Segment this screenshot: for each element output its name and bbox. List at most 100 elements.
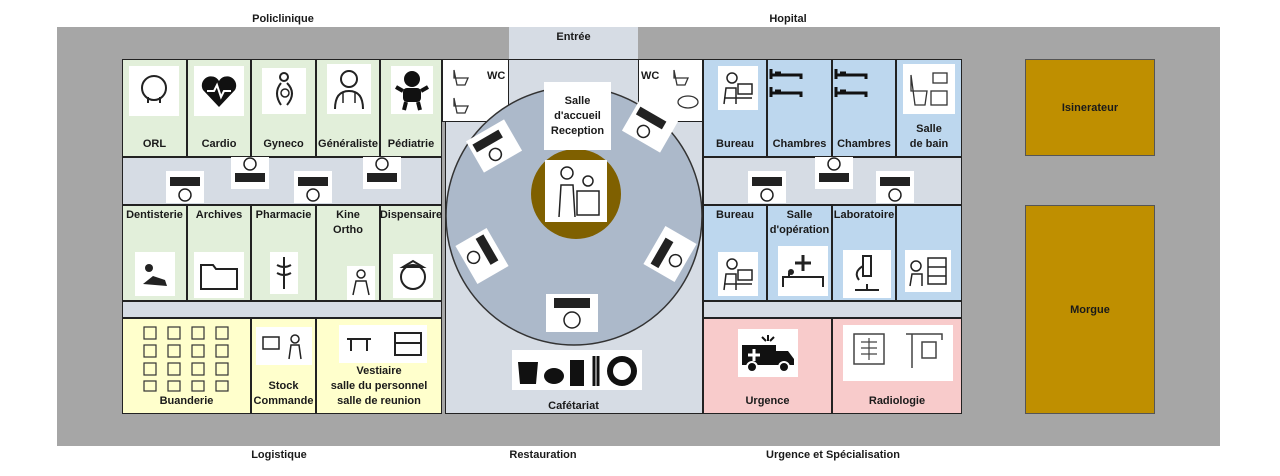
ambulance-icon [738,329,798,377]
desk-icon [718,252,758,296]
room-label: Buanderie [159,395,214,407]
room-label: Pédiatrie [387,138,435,150]
surgery-icon [778,246,828,296]
room-generaliste: Généraliste [316,59,380,157]
room-gyneco: Gyneco [251,59,316,157]
waiting-chairs-icon [294,171,332,203]
bed-icon [768,64,804,102]
room-label: Chambres [772,138,827,150]
waiting-chairs-icon [231,157,269,189]
locker-room-icon [339,325,427,363]
room-label: Vestiaire salle du personnel salle de re… [330,365,428,407]
room-salle-de-bain: Salle de bain [896,59,962,157]
room-label: Salle de bain [909,123,949,150]
entrance-label: Entrée [556,31,591,43]
room-laboratoire: Laboratoire [832,205,896,301]
room-label: Généraliste [318,138,378,150]
room-label: Bureau [716,138,754,150]
waiting-chairs-icon [748,171,786,203]
waiting-chairs-icon [546,294,598,332]
food-icon [512,350,642,390]
zone-label-policlinique: Policlinique [252,13,314,25]
bathroom-icon [903,64,955,114]
ear-nose-throat-icon [129,66,179,116]
doctor-icon [327,64,371,114]
room-label: Archives [195,209,243,221]
heart-icon [194,66,244,116]
dental-chair-icon [135,252,175,296]
room-archives: Archives [187,205,251,301]
waiting-chairs-icon [815,157,853,189]
toilet-icon [669,66,693,88]
room-dentisterie: Dentisterie [122,205,187,301]
waiting-chairs-icon [876,171,914,203]
room-cardio: Cardio [187,59,251,157]
room-pediatrie: Pédiatrie [380,59,442,157]
room-bureau-2: Bureau [703,205,767,301]
physio-icon [347,266,375,300]
room-wc-right: WC [638,59,703,122]
room-label: Kine Ortho [333,209,363,236]
desk-icon [718,66,758,110]
caduceus-icon [270,252,298,294]
building-incinerateur: Isinerateur [1025,59,1155,156]
room-label: Laboratoire [833,209,895,221]
wc-label: WC [641,70,660,82]
laundry-icons [139,323,235,395]
sink-icon [675,92,701,112]
room-label: Dentisterie [126,209,183,221]
nurse-icon [393,254,433,298]
corridor-left-2 [122,301,442,318]
reception-desk-icon [545,160,607,222]
baby-icon [391,66,433,114]
room-label: Dispensaire [379,209,443,221]
room-label: Bureau [716,209,754,221]
room-kine-ortho: Kine Ortho [316,205,380,301]
zone-label-hopital: Hopital [769,13,807,25]
room-chambres-1: Chambres [767,59,832,157]
zone-label-logistique: Logistique [251,449,307,461]
waiting-chairs-icon [465,119,523,173]
wc-label: WC [487,70,506,82]
room-buanderie: Buanderie [122,318,251,414]
room-bureau: Bureau [703,59,767,157]
incinerateur-label: Isinerateur [1061,101,1119,114]
room-orl: ORL [122,59,187,157]
corridor-right-2 [703,301,962,318]
waiting-chairs-icon [643,225,697,283]
xray-icon [843,325,953,381]
room-label: Cardio [201,138,237,150]
zone-label-urgence-specialisation: Urgence et Spécialisation [766,449,900,461]
zone-label-restauration: Restauration [509,449,577,461]
pregnancy-icon [262,68,306,114]
cafeteria-label: Cafétariat [548,400,599,412]
reception-label: Salle d'accueil Reception [544,82,611,150]
room-salle-operation: Salle d'opération [767,205,832,301]
room-label: ORL [142,138,167,150]
room-dispensaire: Dispensaire [380,205,442,301]
room-stock-commande: Stock Commande [251,318,316,414]
room-pharmacy-store [896,205,962,301]
room-urgence: Urgence [703,318,832,414]
room-label: Pharmacie [255,209,312,221]
waiting-chairs-icon [455,227,509,285]
waiting-chairs-icon [166,171,204,203]
waiting-chairs-icon [363,157,401,189]
stock-icon [256,327,312,365]
room-chambres-2: Chambres [832,59,896,157]
room-label: Chambres [837,138,891,150]
microscope-icon [843,250,891,298]
room-label: Gyneco [263,138,304,150]
room-label: Urgence [745,395,790,407]
room-radiologie: Radiologie [832,318,962,414]
room-pharmacie: Pharmacie [251,205,316,301]
room-label: Salle d'opération [769,209,830,236]
toilet-icon [449,66,473,88]
waiting-chairs-icon [621,99,679,153]
morgue-label: Morgue [1070,303,1110,316]
shelf-icon [905,250,951,292]
toilet-icon [449,94,473,116]
building-morgue: Morgue [1025,205,1155,414]
room-vestiaire: Vestiaire salle du personnel salle de re… [316,318,442,414]
room-label: Stock Commande [253,380,314,407]
